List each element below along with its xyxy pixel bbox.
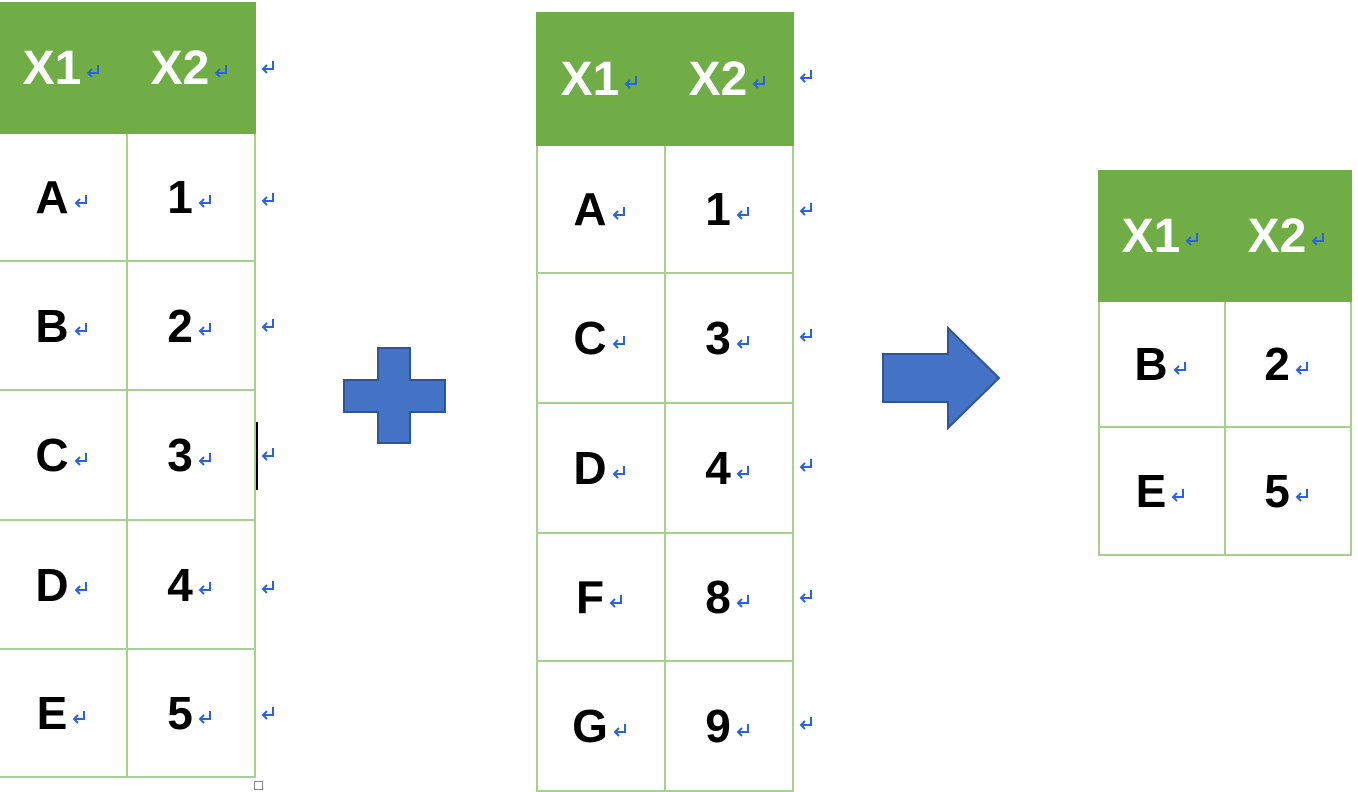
paragraph-mark-icon <box>1170 358 1190 378</box>
paragraph-mark-icon <box>1292 358 1312 378</box>
table-header-row: X1 X2 <box>536 12 794 146</box>
table-cell[interactable]: 3 <box>126 389 256 521</box>
paragraph-mark-icon <box>71 449 91 469</box>
table-header-row: X1 X2 <box>0 2 256 134</box>
paragraph-mark-icon <box>195 707 215 727</box>
paragraph-mark-icon <box>71 319 91 339</box>
paragraph-mark-icon <box>69 707 89 727</box>
paragraph-mark-icon <box>733 203 753 223</box>
row-end-mark-icon <box>796 199 816 219</box>
row-end-mark-icon <box>796 713 816 733</box>
table-resize-handle[interactable] <box>254 781 263 790</box>
table-cell[interactable]: B <box>0 260 128 391</box>
row-end-mark-icon <box>258 315 278 335</box>
table-cell[interactable]: E <box>0 648 128 778</box>
table-cell[interactable]: G <box>536 660 666 792</box>
row-end-mark-icon <box>796 325 816 345</box>
row-end-mark-icon <box>796 586 816 606</box>
table-cell[interactable]: F <box>536 532 666 662</box>
table-cell[interactable]: 5 <box>1224 426 1352 556</box>
table-cell[interactable]: B <box>1098 300 1226 428</box>
paragraph-mark-icon <box>195 578 215 598</box>
table-cell[interactable]: 2 <box>1224 300 1352 428</box>
paragraph-mark-icon <box>609 462 629 482</box>
paragraph-mark-icon <box>211 61 231 81</box>
table-cell[interactable]: C <box>0 389 128 521</box>
paragraph-mark-icon <box>609 332 629 352</box>
table-cell[interactable]: 4 <box>126 519 256 650</box>
paragraph-mark-icon <box>1308 229 1328 249</box>
table-row: E 5 <box>0 648 256 778</box>
table-cell[interactable]: A <box>536 144 666 274</box>
plus-shape-path <box>343 347 446 444</box>
table-row: G 9 <box>536 660 794 792</box>
paragraph-mark-icon <box>606 591 626 611</box>
table-row: E 5 <box>1098 426 1352 556</box>
paragraph-mark-icon <box>71 578 91 598</box>
paragraph-mark-icon <box>610 720 630 740</box>
header-cell[interactable]: X2 <box>1224 170 1352 302</box>
plus-shape <box>343 347 446 444</box>
table-cell[interactable]: E <box>1098 426 1226 556</box>
table-cell[interactable]: D <box>0 519 128 650</box>
table-cell[interactable]: 5 <box>126 648 256 778</box>
table-cell[interactable]: 4 <box>664 402 794 534</box>
table-cell[interactable]: A <box>0 132 128 262</box>
row-end-mark-icon <box>258 444 278 464</box>
paragraph-mark-icon <box>195 191 215 211</box>
paragraph-mark-icon <box>733 462 753 482</box>
paragraph-mark-icon <box>83 61 103 81</box>
table-cell[interactable]: 1 <box>664 144 794 274</box>
table-row: C 3 <box>536 272 794 404</box>
header-cell[interactable]: X1 <box>1098 170 1226 302</box>
right-arrow-shape-path <box>882 326 1001 430</box>
paragraph-mark-icon <box>1168 485 1188 505</box>
paragraph-mark-icon <box>71 191 91 211</box>
table-header-row: X1 X2 <box>1098 170 1352 302</box>
table-row: D 4 <box>536 402 794 534</box>
table-row: F 8 <box>536 532 794 662</box>
left-table: X1 X2 A 1 B 2 C 3 D 4 E 5 <box>0 2 256 778</box>
header-cell[interactable]: X2 <box>664 12 794 146</box>
row-end-mark-icon <box>258 57 278 77</box>
table-cell[interactable]: 8 <box>664 532 794 662</box>
right-arrow-shape <box>882 326 1001 430</box>
table-row: D 4 <box>0 519 256 650</box>
row-end-mark-icon <box>796 66 816 86</box>
paragraph-mark-icon <box>733 332 753 352</box>
row-end-mark-icon <box>258 189 278 209</box>
text-cursor <box>256 422 258 490</box>
paragraph-mark-icon <box>733 720 753 740</box>
paragraph-mark-icon <box>1292 485 1312 505</box>
middle-table: X1 X2 A 1 C 3 D 4 F 8 G 9 <box>536 12 794 792</box>
table-cell[interactable]: 3 <box>664 272 794 404</box>
paragraph-mark-icon <box>609 203 629 223</box>
table-cell[interactable]: C <box>536 272 666 404</box>
table-cell[interactable]: 9 <box>664 660 794 792</box>
header-cell[interactable]: X1 <box>536 12 666 146</box>
header-cell[interactable]: X2 <box>126 2 256 134</box>
header-cell[interactable]: X1 <box>0 2 128 134</box>
paragraph-mark-icon <box>195 319 215 339</box>
paragraph-mark-icon <box>1182 229 1202 249</box>
row-end-mark-icon <box>258 703 278 723</box>
table-row: A 1 <box>0 132 256 262</box>
row-end-mark-icon <box>258 577 278 597</box>
paragraph-mark-icon <box>195 449 215 469</box>
table-row: B 2 <box>0 260 256 391</box>
paragraph-mark-icon <box>621 72 641 92</box>
table-cell[interactable]: 1 <box>126 132 256 262</box>
paragraph-mark-icon <box>733 591 753 611</box>
table-row: B 2 <box>1098 300 1352 428</box>
row-end-mark-icon <box>796 455 816 475</box>
paragraph-mark-icon <box>749 72 769 92</box>
result-table: X1 X2 B 2 E 5 <box>1098 170 1352 556</box>
table-cell[interactable]: 2 <box>126 260 256 391</box>
table-row: A 1 <box>536 144 794 274</box>
table-cell[interactable]: D <box>536 402 666 534</box>
table-row: C 3 <box>0 389 256 521</box>
